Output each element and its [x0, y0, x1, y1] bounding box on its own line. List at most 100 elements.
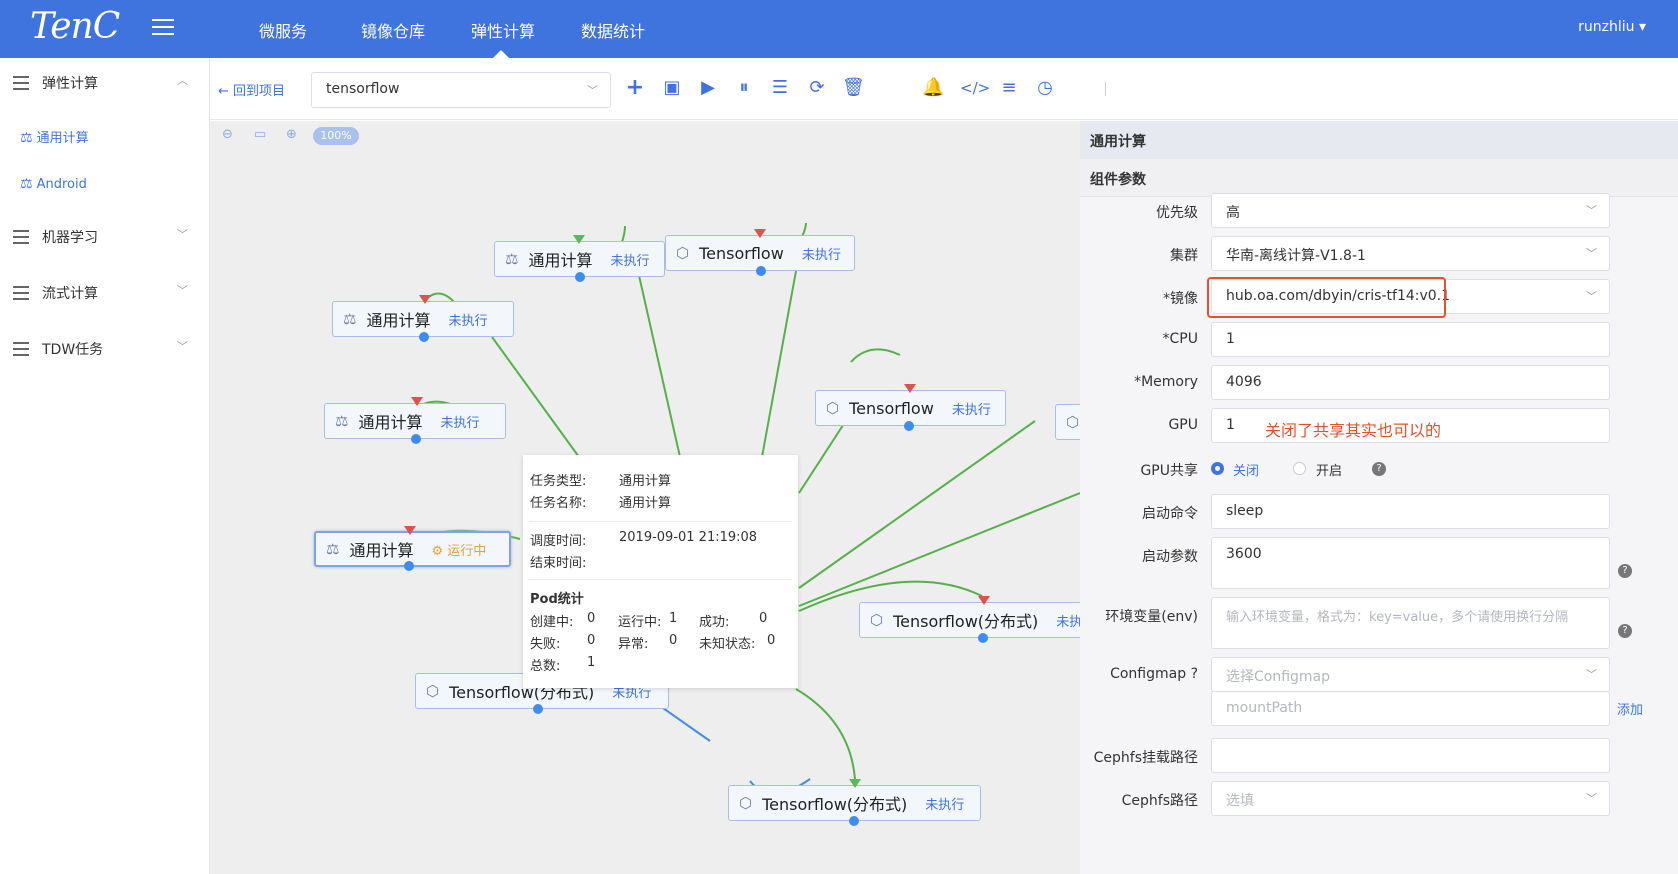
- node-input-port[interactable]: [573, 235, 585, 244]
- help-icon[interactable]: ?: [1618, 564, 1632, 578]
- workflow-node[interactable]: ⚖ 通用计算 未执行: [332, 295, 514, 342]
- node-status: 未执行: [440, 415, 480, 431]
- nav-image-registry[interactable]: 镜像仓库: [361, 22, 426, 41]
- args-textarea[interactable]: 3600: [1211, 537, 1610, 589]
- nav-microservice[interactable]: 微服务: [259, 22, 308, 41]
- node-input-port[interactable]: [411, 397, 423, 406]
- workflow-node[interactable]: ⬡ Tensorflow 未执行: [665, 229, 855, 276]
- help-icon[interactable]: ?: [1372, 462, 1386, 476]
- gpu-share-on-label[interactable]: 开启: [1316, 464, 1343, 479]
- user-menu[interactable]: runzhliu ▾: [1578, 19, 1646, 35]
- sidebar-item-general-compute[interactable]: ⚖通用计算: [20, 127, 89, 146]
- node-output-port[interactable]: [533, 704, 543, 714]
- zoom-in-icon[interactable]: ⊕: [286, 127, 297, 142]
- plus-icon[interactable]: +: [625, 75, 645, 100]
- node-input-port[interactable]: [849, 779, 861, 788]
- mountpath-input[interactable]: mountPath: [1211, 691, 1610, 726]
- sidebar-item-android[interactable]: ⚖Android: [20, 176, 87, 192]
- tooltip-label: 未知状态:: [699, 637, 756, 652]
- node-input-port[interactable]: [904, 384, 916, 393]
- gpu-share-label: GPU共享: [1140, 463, 1198, 479]
- play-icon[interactable]: ▶: [701, 77, 715, 98]
- configmap-select[interactable]: 选择Configmap ﹀: [1211, 657, 1610, 692]
- project-select[interactable]: tensorflow ﹀: [311, 72, 611, 108]
- workflow-node[interactable]: ⬡ Tensorflow 未执行: [815, 384, 1006, 431]
- bell-icon[interactable]: 🔔: [922, 77, 945, 98]
- cephfs-mount-input[interactable]: [1211, 738, 1610, 773]
- tooltip-value: 通用计算: [619, 474, 672, 489]
- workflow-node[interactable]: ⚖ 通用计算 未执行: [494, 235, 665, 282]
- cpu-input[interactable]: 1: [1211, 322, 1610, 357]
- hexagon-icon: ⬡: [1066, 413, 1080, 431]
- scale-icon: ⚖: [335, 412, 349, 430]
- node-output-port[interactable]: [411, 434, 421, 444]
- component-params-panel: 通用计算 组件参数 优先级 高 ﹀ 集群 华南-离线计算-V1.8-1 ﹀ *镜…: [1080, 121, 1678, 874]
- pause-icon[interactable]: ⏸: [739, 77, 749, 98]
- image-select[interactable]: hub.oa.com/dbyin/cris-tf14:v0.1 ﹀: [1211, 279, 1610, 314]
- node-output-port[interactable]: [756, 266, 766, 276]
- tenc-logo[interactable]: TenC: [30, 6, 120, 47]
- clock-icon[interactable]: ◷: [1037, 77, 1053, 98]
- sidebar-group-ml[interactable]: 机器学习 ﹀: [0, 216, 210, 256]
- edge: [798, 492, 1080, 607]
- node-output-port[interactable]: [575, 272, 585, 282]
- node-status: 未执行: [801, 247, 841, 263]
- workflow-node[interactable]: ⬡ Tensorflow(分布式) 未执: [859, 596, 1080, 643]
- menu-toggle-icon[interactable]: [152, 19, 174, 37]
- panel-subtitle: 组件参数: [1080, 159, 1678, 197]
- cmd-input[interactable]: sleep: [1211, 494, 1610, 529]
- refresh-icon[interactable]: ⟳: [809, 77, 825, 98]
- list-icon: [13, 286, 29, 304]
- sliders-icon[interactable]: ≡: [1001, 77, 1017, 98]
- sidebar-group-tdw[interactable]: TDW任务 ﹀: [0, 328, 210, 368]
- node-status: 未执行: [448, 313, 488, 329]
- nav-data-stats[interactable]: 数据统计: [581, 22, 646, 41]
- save-icon[interactable]: ▣: [663, 77, 681, 98]
- list-icon[interactable]: ☰: [771, 77, 789, 98]
- zoom-level-badge: 100%: [313, 127, 359, 145]
- node-input-port[interactable]: [978, 596, 990, 605]
- priority-select[interactable]: 高 ﹀: [1211, 193, 1610, 228]
- workflow-node-partial[interactable]: ⬡: [1055, 404, 1080, 440]
- chevron-down-icon: ﹀: [177, 284, 188, 297]
- help-icon[interactable]: ?: [1618, 624, 1632, 638]
- node-output-port[interactable]: [404, 561, 414, 571]
- zoom-out-icon[interactable]: ⊖: [222, 127, 233, 142]
- memory-input[interactable]: 4096: [1211, 365, 1610, 400]
- node-input-port[interactable]: [419, 295, 431, 304]
- gpu-share-off-label[interactable]: 关闭: [1233, 464, 1260, 479]
- cluster-select[interactable]: 华南-离线计算-V1.8-1 ﹀: [1211, 236, 1610, 271]
- env-textarea[interactable]: 输入环境变量，格式为：key=value，多个请使用换行分隔: [1211, 597, 1610, 649]
- workflow-node-selected[interactable]: ⚖ 通用计算 ⚙ 运行中: [314, 526, 511, 571]
- hexagon-icon: ⬡: [739, 794, 753, 812]
- back-to-project-link[interactable]: ← 回到项目: [218, 84, 286, 99]
- image-label: *镜像: [1163, 291, 1198, 307]
- gpu-share-on-radio[interactable]: [1293, 462, 1306, 475]
- delete-icon[interactable]: 🗑: [842, 77, 865, 98]
- cephfs-path-select[interactable]: 选填 ﹀: [1211, 781, 1610, 816]
- node-output-port[interactable]: [849, 816, 859, 826]
- node-output-port[interactable]: [419, 332, 429, 342]
- node-input-port[interactable]: [404, 526, 416, 535]
- add-configmap-link[interactable]: 添加: [1617, 703, 1644, 718]
- hexagon-icon: ⬡: [676, 244, 690, 262]
- panel-title: 通用计算: [1080, 121, 1678, 159]
- node-output-port[interactable]: [904, 421, 914, 431]
- code-icon[interactable]: </>: [960, 79, 991, 97]
- tooltip-value: 0: [759, 611, 768, 626]
- sidebar: 弹性计算 ︿ ⚖通用计算 ⚖Android 机器学习 ﹀ 流式计算 ﹀ TDW任…: [0, 58, 210, 874]
- sidebar-group-elastic[interactable]: 弹性计算 ︿: [0, 62, 210, 102]
- gpu-input[interactable]: 1: [1211, 408, 1610, 443]
- edge: [850, 348, 901, 363]
- workflow-node[interactable]: ⚖ 通用计算 未执行: [324, 397, 506, 444]
- sidebar-group-stream[interactable]: 流式计算 ﹀: [0, 272, 210, 312]
- node-input-port[interactable]: [754, 229, 766, 238]
- sidebar-item-label: 通用计算: [36, 131, 89, 146]
- image-value: hub.oa.com/dbyin/cris-tf14:v0.1: [1226, 288, 1451, 304]
- fit-screen-icon[interactable]: ▭: [254, 127, 267, 142]
- gpu-share-off-radio[interactable]: [1211, 462, 1224, 475]
- workflow-node[interactable]: ⬡ Tensorflow(分布式) 未执行: [728, 779, 981, 826]
- nav-elastic-compute[interactable]: 弹性计算: [471, 22, 536, 41]
- node-title: Tensorflow(分布式): [893, 612, 1039, 631]
- node-output-port[interactable]: [978, 633, 988, 643]
